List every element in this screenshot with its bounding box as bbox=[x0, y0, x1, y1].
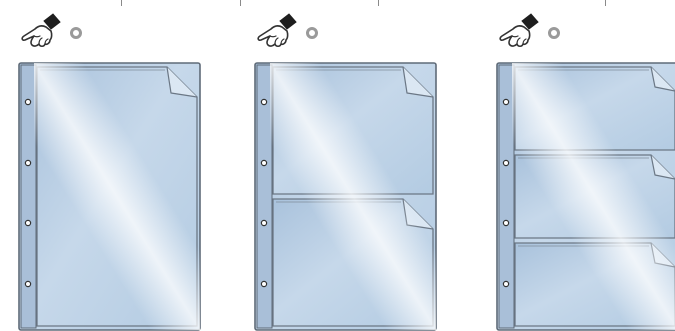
radio-button[interactable] bbox=[70, 27, 82, 39]
sleeve-option-three-pockets[interactable] bbox=[496, 0, 675, 331]
binding-hole bbox=[503, 281, 508, 286]
hand-outline bbox=[22, 26, 51, 46]
binding-hole bbox=[261, 99, 266, 104]
option-header bbox=[18, 12, 98, 52]
binding-hole bbox=[25, 281, 30, 286]
binding-hole bbox=[261, 281, 266, 286]
pointing-hand-icon bbox=[254, 12, 300, 52]
binding-hole bbox=[261, 160, 266, 165]
binding-hole bbox=[25, 99, 30, 104]
radio-button[interactable] bbox=[306, 27, 318, 39]
sleeve-illustration bbox=[496, 62, 675, 331]
sleeve-option-two-pockets[interactable] bbox=[254, 0, 439, 331]
binding-hole bbox=[25, 160, 30, 165]
radio-button[interactable] bbox=[548, 27, 560, 39]
pocket bbox=[37, 67, 197, 326]
binding-hole bbox=[503, 160, 508, 165]
pointing-hand-icon bbox=[18, 12, 64, 52]
option-header bbox=[496, 12, 576, 52]
pointing-hand-icon bbox=[496, 12, 542, 52]
binding-hole bbox=[503, 99, 508, 104]
hand-outline bbox=[258, 26, 287, 46]
binding-hole bbox=[503, 220, 508, 225]
hand-outline bbox=[500, 26, 529, 46]
option-header bbox=[254, 12, 334, 52]
sleeve-illustration bbox=[254, 62, 439, 331]
binding-hole bbox=[25, 220, 30, 225]
pocket bbox=[515, 67, 675, 150]
binding-hole bbox=[261, 220, 266, 225]
sleeve-illustration bbox=[18, 62, 203, 331]
pocket bbox=[515, 243, 675, 326]
top-tick-mark bbox=[240, 0, 241, 6]
sleeve-option-one-pocket[interactable] bbox=[18, 0, 203, 331]
pocket bbox=[515, 155, 675, 238]
